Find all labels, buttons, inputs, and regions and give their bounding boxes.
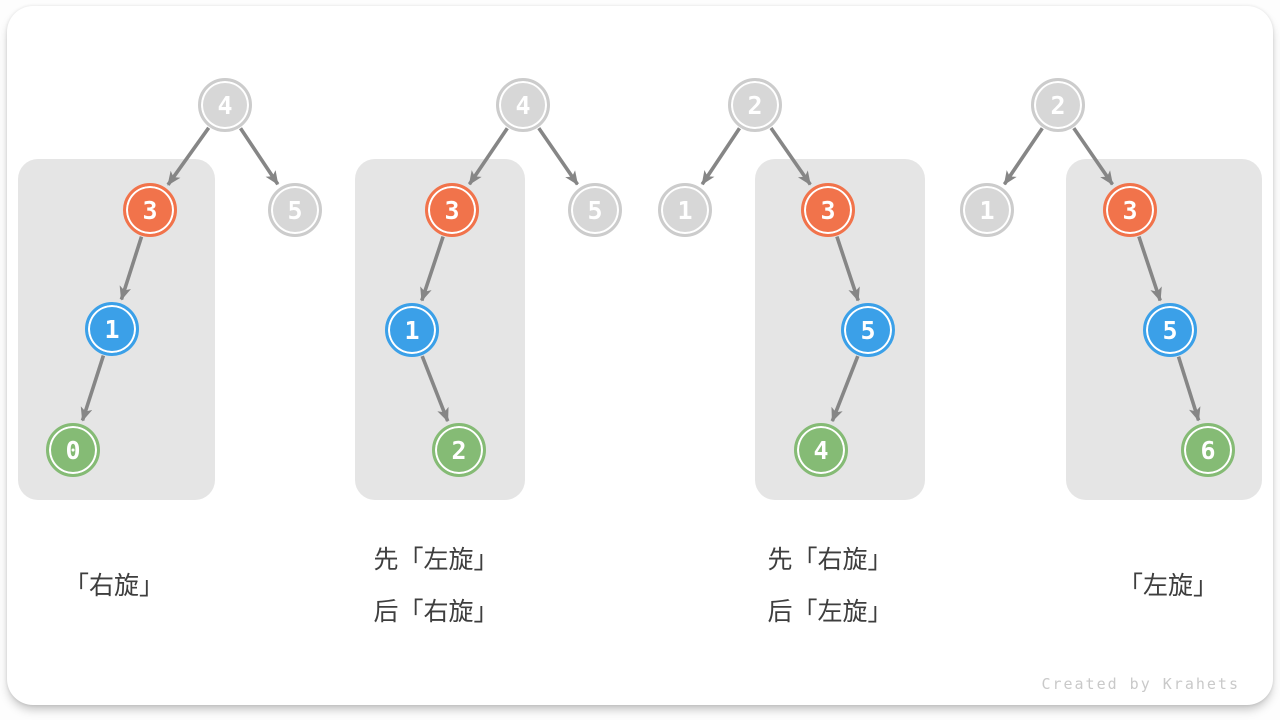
tree-node-3: 3 [801,183,855,237]
rotation-label-line: 「左旋」 [1117,571,1219,600]
tree-edge-2-to-1 [700,127,741,186]
rotation-label-line: 「右旋」 [63,571,165,600]
rotation-label-line: 后「右旋」 [373,597,499,626]
tree-node-3: 3 [425,183,479,237]
tree-edge-3-to-5 [835,236,860,302]
tree-node-1: 1 [85,302,139,356]
rotation-label-left-then-right-rotation-case: 先「左旋」后「右旋」 [373,534,498,638]
tree-edge-2-to-3 [769,126,812,186]
tree-node-3: 3 [1103,183,1157,237]
tree-edge-4-to-5 [537,127,579,186]
tree-edge-1-to-2 [420,355,450,423]
rotation-label-right-rotation-case: 「右旋」 [64,560,164,612]
tree-node-1: 1 [658,183,712,237]
rotation-label-line: 后「左旋」 [767,597,893,626]
tree-node-2: 2 [432,423,486,477]
tree-node-4: 4 [794,423,848,477]
tree-edge-3-to-1 [420,236,445,302]
tree-node-0: 0 [46,423,100,477]
tree-node-4: 4 [496,78,550,132]
tree-edge-2-to-1 [1002,127,1044,186]
tree-edge-2-to-3 [1072,127,1114,186]
tree-node-6: 6 [1181,423,1235,477]
tree-node-2: 2 [728,78,782,132]
tree-node-1: 1 [960,183,1014,237]
tree-edge-4-to-3 [166,126,211,186]
tree-node-5: 5 [268,183,322,237]
tree-edge-3-to-5 [1137,236,1162,302]
tree-node-4: 4 [198,78,252,132]
tree-edge-5-to-4 [830,355,860,423]
rotation-label-left-rotation-case: 「左旋」 [1118,560,1218,612]
tree-edge-1-to-0 [80,355,106,422]
rotation-label-line: 先「右旋」 [767,545,893,574]
rotation-label-line: 先「左旋」 [373,545,499,574]
tree-node-5: 5 [841,303,895,357]
tree-node-5: 5 [1143,303,1197,357]
tree-node-3: 3 [123,183,177,237]
rotation-label-right-then-left-rotation-case: 先「右旋」后「左旋」 [767,534,892,638]
watermark: Created by Krahets [1041,675,1240,693]
tree-node-5: 5 [568,183,622,237]
tree-edge-4-to-5 [239,127,280,186]
tree-edge-3-to-1 [119,236,144,301]
tree-edge-5-to-6 [1176,356,1201,422]
tree-node-2: 2 [1031,78,1085,132]
tree-node-1: 1 [385,303,439,357]
tree-edge-4-to-3 [467,127,509,186]
